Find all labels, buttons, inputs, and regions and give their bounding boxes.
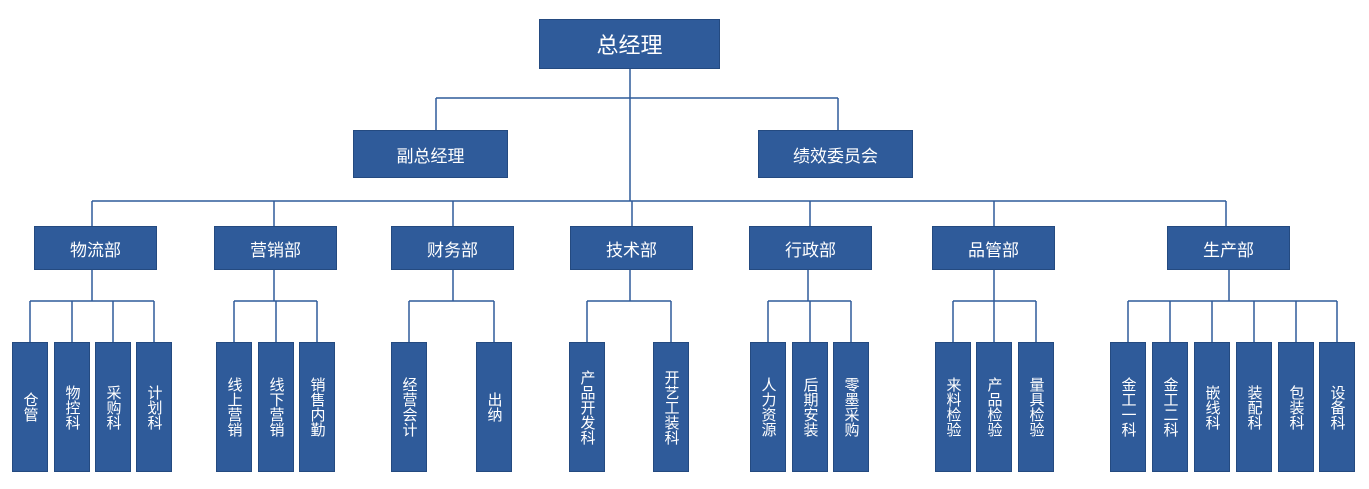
node-section: 物控科	[54, 342, 90, 472]
node-section: 销售内勤	[299, 342, 335, 472]
node-finance-dept: 财务部	[391, 226, 514, 270]
node-section: 设备科	[1319, 342, 1355, 472]
node-section: 出纳	[476, 342, 512, 472]
node-section: 仓管	[12, 342, 48, 472]
node-section: 线下营销	[258, 342, 294, 472]
node-section: 开艺工装科	[653, 342, 689, 472]
node-section: 后期安装	[792, 342, 828, 472]
node-quality-dept: 品管部	[932, 226, 1055, 270]
node-section: 包装科	[1278, 342, 1314, 472]
node-general-manager: 总经理	[539, 19, 720, 69]
node-section: 线上营销	[216, 342, 252, 472]
node-section: 零墨采购	[833, 342, 869, 472]
node-section: 计划科	[136, 342, 172, 472]
node-marketing-dept: 营销部	[214, 226, 337, 270]
node-section: 人力资源	[750, 342, 786, 472]
node-performance-committee: 绩效委员会	[758, 130, 913, 178]
node-deputy-general-manager: 副总经理	[353, 130, 508, 178]
node-administration-dept: 行政部	[749, 226, 872, 270]
node-section: 量具检验	[1018, 342, 1054, 472]
node-section: 装配科	[1236, 342, 1272, 472]
node-logistics-dept: 物流部	[34, 226, 157, 270]
node-section: 金工一科	[1110, 342, 1146, 472]
node-section: 经营会计	[391, 342, 427, 472]
node-production-dept: 生产部	[1167, 226, 1290, 270]
node-technology-dept: 技术部	[570, 226, 693, 270]
node-section: 嵌线科	[1194, 342, 1230, 472]
node-section: 产品开发科	[569, 342, 605, 472]
node-section: 采购科	[95, 342, 131, 472]
node-section: 金工二科	[1152, 342, 1188, 472]
node-section: 来料检验	[935, 342, 971, 472]
node-section: 产品检验	[976, 342, 1012, 472]
